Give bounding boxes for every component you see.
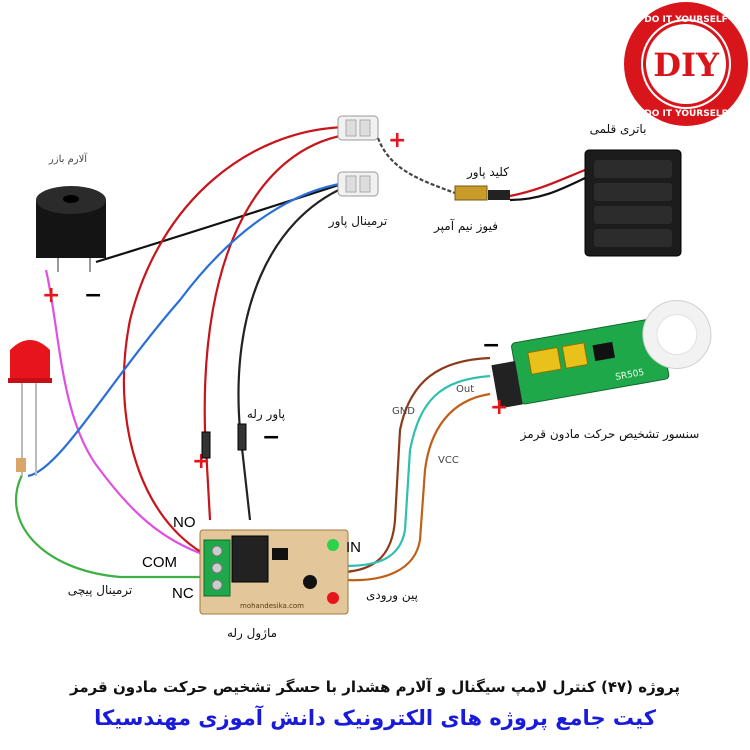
relay-power-connector-black xyxy=(237,423,247,451)
input-pin-label: پین ورودی xyxy=(366,588,418,603)
sensor-gnd: GND xyxy=(392,406,415,417)
wire-buzzer-positive xyxy=(44,269,209,558)
power-terminal-label: ترمینال پاور xyxy=(328,214,387,229)
battery-label: باتری قلمی xyxy=(590,122,647,137)
diy-ring-top: DO IT YOURSELF xyxy=(644,15,727,25)
diy-badge: DIY DO IT YOURSELF DO IT YOURSELF xyxy=(624,2,748,126)
wire-green xyxy=(15,474,208,579)
sensor-vcc: VCC xyxy=(438,455,459,466)
relay-pin-com: COM xyxy=(142,554,177,571)
relay-pin-no: NO xyxy=(173,514,196,531)
battery-holder xyxy=(584,149,682,257)
relay-module: mohandesika.com xyxy=(199,529,349,615)
wire-buzzer-negative xyxy=(95,181,346,264)
relay-pin-nc: NC xyxy=(172,585,194,602)
wire-battery xyxy=(509,177,586,202)
sensor-label: سنسور تشخیص حرکت مادون قرمز xyxy=(520,427,700,442)
diy-badge-text: DIY xyxy=(653,46,720,84)
relay-power-connector-red xyxy=(201,431,211,459)
relay-pin-in: IN xyxy=(346,539,361,556)
power-terminal-plus: + xyxy=(388,128,406,153)
relay-power-minus: − xyxy=(262,425,280,450)
screw-terminal-label: ترمینال پیچی xyxy=(68,583,133,598)
wire-blue xyxy=(27,181,346,478)
wire-sensor-vcc xyxy=(344,392,491,582)
buzzer-label: آلارم بازر xyxy=(48,152,88,165)
buzzer-minus: − xyxy=(84,283,102,308)
wire-black-relay xyxy=(237,185,346,521)
buzzer xyxy=(36,186,106,272)
wire-switch xyxy=(376,137,456,195)
relay-power-label: پاور رله xyxy=(247,407,285,422)
power-terminal-top xyxy=(337,115,379,141)
wires xyxy=(15,125,586,582)
pir-sensor: SR505 xyxy=(491,300,712,409)
kit-title: کیت جامع پروژه های الکترونیک دانش آموزی … xyxy=(94,706,656,730)
sensor-plus: + xyxy=(490,395,508,420)
wire-red-com xyxy=(122,125,346,557)
sensor-model: SR505 xyxy=(615,368,645,383)
project-title: پروژه (۴۷) کنترل لامپ سیگنال و آلارم هشد… xyxy=(69,678,681,696)
wire-sensor-out xyxy=(344,374,491,568)
relay-board-url: mohandesika.com xyxy=(240,602,304,610)
power-terminal-bottom xyxy=(337,171,379,197)
power-switch xyxy=(454,185,510,201)
wire-battery-red xyxy=(509,168,586,198)
fuse-label: فیوز نیم آمپر xyxy=(433,218,498,234)
relay-module-label: ماژول رله xyxy=(227,626,277,641)
sensor-minus: − xyxy=(482,333,500,358)
buzzer-plus: + xyxy=(42,283,60,308)
switch-label: کلید پاور xyxy=(466,165,509,180)
diy-ring-bottom: DO IT YOURSELF xyxy=(644,109,727,119)
wire-sensor-gnd xyxy=(344,356,491,574)
red-led xyxy=(8,340,52,476)
sensor-out: Out xyxy=(456,384,474,395)
wire-red-relay xyxy=(203,133,346,521)
